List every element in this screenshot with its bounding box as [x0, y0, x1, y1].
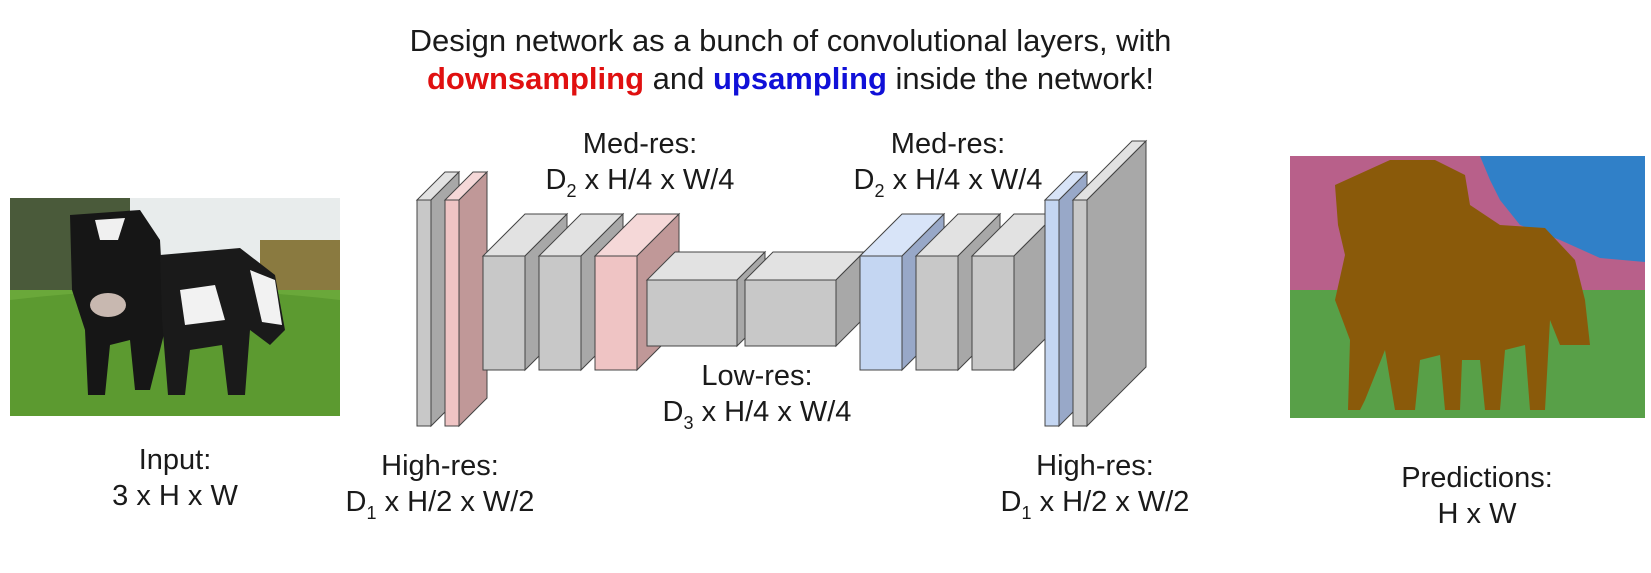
input-dims: 3 x H x W: [112, 480, 238, 512]
title-line-1: Design network as a bunch of convolution…: [409, 23, 1172, 58]
highres-left-label: High-res: D1 x H/2 x W/2: [320, 448, 560, 523]
title-line-2: downsampling and upsampling inside the n…: [0, 60, 1581, 98]
medres-left-label: Med-res: D2 x H/4 x W/4: [520, 126, 760, 201]
predictions-dims: H x W: [1437, 498, 1517, 530]
medres-left-title: Med-res:: [582, 128, 698, 160]
highres-right-dims: D1 x H/2 x W/2: [1000, 486, 1190, 523]
input-image: [10, 198, 340, 416]
input-title: Input:: [138, 444, 212, 476]
predictions-image: [1290, 156, 1645, 418]
lowres-dims: D3 x H/4 x W/4: [662, 396, 852, 433]
title-rest: inside the network!: [886, 61, 1154, 96]
diagram-title: Design network as a bunch of convolution…: [0, 22, 1651, 98]
input-label: Input: 3 x H x W: [95, 442, 255, 514]
lowres-title: Low-res:: [701, 360, 813, 392]
and-word: and: [644, 61, 713, 96]
highres-left-title: High-res:: [381, 450, 499, 482]
medres-right-dims: D2 x H/4 x W/4: [853, 164, 1043, 201]
layer-lowres-2: [743, 250, 866, 348]
layer-highres-right-2: [1071, 139, 1148, 428]
highres-right-label: High-res: D1 x H/2 x W/2: [975, 448, 1215, 523]
layer-highres-left-2: [443, 170, 489, 428]
medres-right-title: Med-res:: [890, 128, 1006, 160]
lowres-label: Low-res: D3 x H/4 x W/4: [637, 358, 877, 433]
highres-right-title: High-res:: [1036, 450, 1154, 482]
predictions-title: Predictions:: [1401, 462, 1553, 494]
upsampling-word: upsampling: [712, 61, 887, 96]
predictions-label: Predictions: H x W: [1377, 460, 1577, 532]
downsampling-word: downsampling: [427, 61, 644, 96]
highres-left-dims: D1 x H/2 x W/2: [345, 486, 535, 523]
cow-front-icon: [70, 210, 165, 395]
medres-right-label: Med-res: D2 x H/4 x W/4: [828, 126, 1068, 201]
medres-left-dims: D2 x H/4 x W/4: [545, 164, 735, 201]
cow-back-icon: [160, 248, 285, 395]
